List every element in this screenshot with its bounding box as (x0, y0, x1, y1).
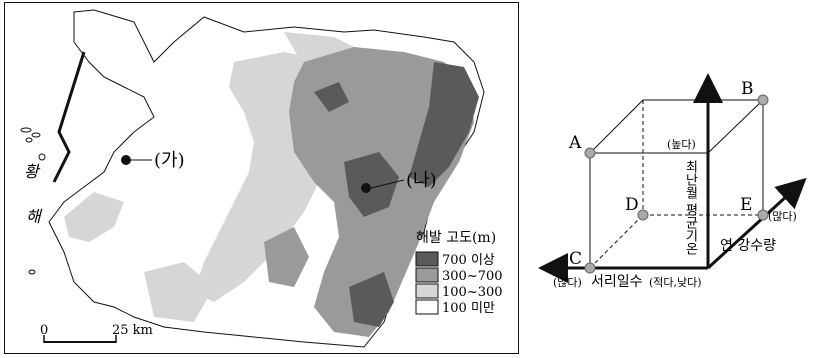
legend-label-100-300: 100~300 (442, 285, 503, 300)
legend-label-700-plus: 700 이상 (442, 253, 495, 268)
point-d (637, 209, 649, 221)
point-a-label: A (568, 133, 582, 153)
point-d-label: D (625, 195, 639, 215)
scale-km: 25 km (112, 323, 153, 338)
sea-label-bottom: 해 (26, 207, 43, 226)
point-b-label: B (741, 79, 754, 99)
land-300-700-b (264, 227, 309, 287)
point-c-label: C (569, 249, 582, 269)
leader-na (370, 179, 405, 189)
land-100-300-c (144, 262, 214, 322)
legend-swatch-under-100 (415, 299, 439, 315)
legend-label-300-700: 300~700 (442, 269, 503, 284)
point-e (757, 209, 769, 221)
elevation-map: 황 해 (가) (나) 0 25 km 해발 고도(m) 700 이상 300~… (4, 2, 519, 354)
point-a (584, 147, 596, 159)
sea-label-top: 황 (24, 162, 41, 181)
land-700-plus (409, 62, 479, 187)
cube-svg: A B C D E (높다) 최난월 평균기온 (많다) 연 강수량 (많다) … (538, 73, 807, 290)
axis-vertical-label: 최난월 평균기온 (683, 160, 698, 256)
map-svg: 황 해 (가) (나) 0 25 km 해발 고도(m) 700 이상 300~… (4, 2, 519, 354)
cube-edge-depth-top-right (707, 99, 764, 154)
axis-left-range: (적다,낮다) (649, 276, 702, 289)
land-100-300-b (64, 192, 124, 242)
axis-left-label: 서리일수 (591, 274, 643, 290)
cube-edge-depth-hidden (589, 214, 644, 269)
climate-cube-diagram: A B C D E (높다) 최난월 평균기온 (많다) 연 강수량 (많다) … (525, 60, 825, 300)
axis-right-label: 연 강수량 (720, 238, 776, 254)
legend-swatch-100-300 (415, 283, 439, 299)
axis-left-end: (많다) (553, 276, 582, 289)
legend-swatch-300-700 (415, 267, 439, 283)
region-na-label: (나) (406, 170, 437, 191)
legend-swatch-700-plus (415, 251, 439, 267)
legend: 해발 고도(m) 700 이상 300~700 100~300 100 미만 (415, 230, 503, 316)
scale-zero: 0 (40, 323, 48, 338)
cube-edge-depth-top-left (589, 99, 644, 154)
land-700-plus-c (349, 272, 394, 327)
legend-title: 해발 고도(m) (416, 230, 496, 246)
point-b (757, 94, 769, 106)
axis-right-arrow (706, 177, 807, 270)
coast-boundary (52, 51, 86, 183)
point-c (584, 262, 596, 274)
region-ga-label: (가) (154, 150, 185, 171)
land-700-plus-b (344, 152, 399, 217)
legend-label-under-100: 100 미만 (442, 301, 495, 316)
land-700-plus-d (314, 82, 349, 112)
axis-right-end: (많다) (768, 210, 797, 223)
marker-ga (121, 155, 131, 165)
islands (20, 127, 46, 275)
marker-na (361, 183, 371, 193)
point-e-label: E (740, 195, 752, 215)
axis-vertical-end: (높다) (667, 138, 696, 151)
